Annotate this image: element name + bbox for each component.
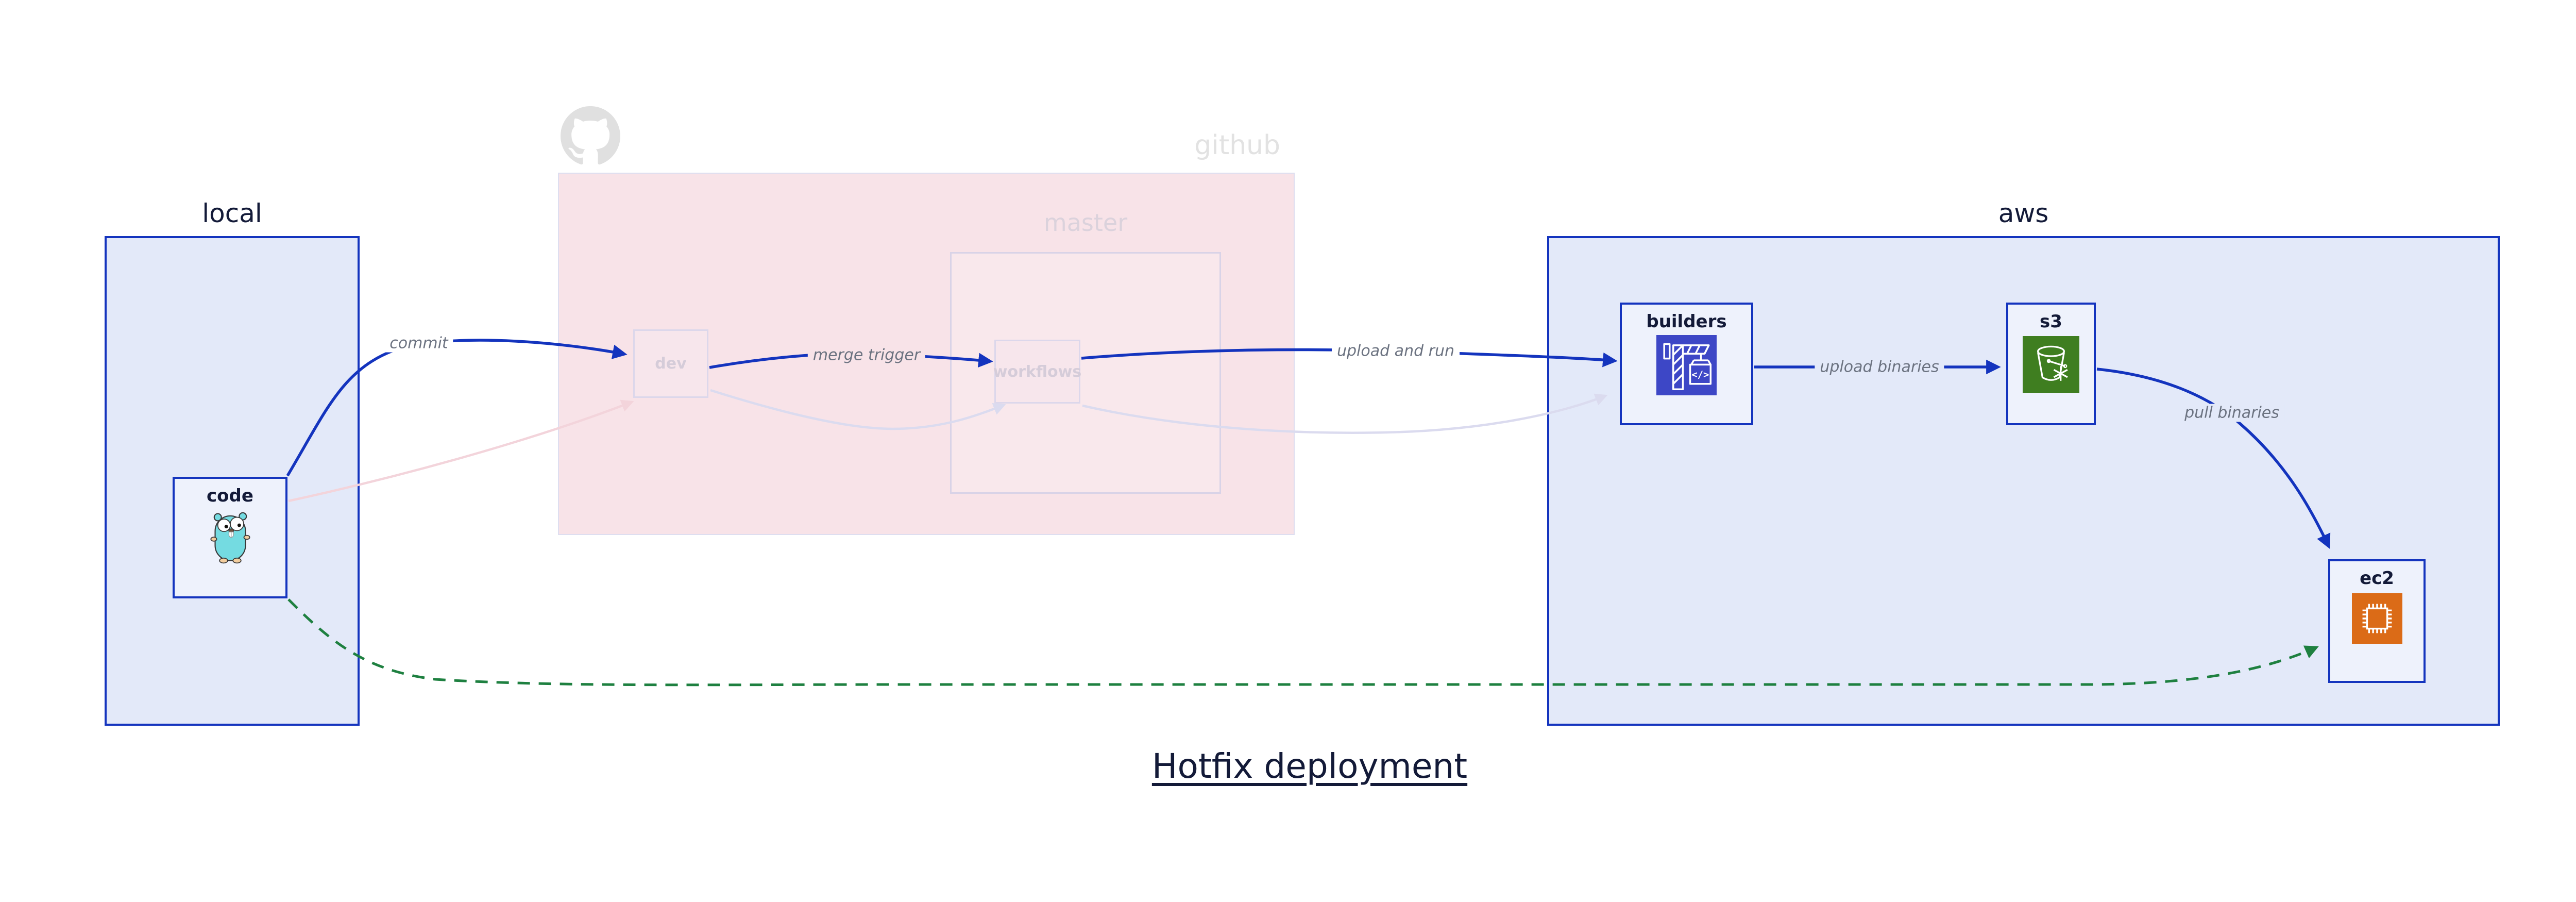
node-dev: dev: [633, 329, 708, 398]
cluster-aws-label: aws: [1998, 198, 2049, 228]
cluster-master-label: master: [1043, 209, 1128, 237]
edge-label-commit: commit: [384, 334, 453, 353]
node-code-label: code: [207, 486, 253, 506]
edge-label-upload-binaries: upload binaries: [1815, 358, 1944, 376]
diagram-title-text: Hotfix deployment: [1151, 746, 1468, 786]
edge-label-upload-and-run: upload and run: [1331, 342, 1460, 360]
go-gopher-icon: [210, 512, 250, 564]
svg-text:</>: </>: [1692, 370, 1709, 380]
node-workflows-label: workflows: [993, 362, 1082, 381]
node-workflows: workflows: [993, 340, 1082, 404]
node-code: code: [173, 477, 287, 598]
node-builders-label: builders: [1646, 311, 1727, 332]
node-ec2-label: ec2: [2360, 568, 2394, 589]
node-dev-label: dev: [655, 355, 687, 373]
ec2-chip-icon: [2351, 593, 2402, 644]
node-builders: builders </>: [1620, 303, 1753, 425]
diagram-title: Hotfix deployment: [1044, 746, 1575, 786]
node-s3-label: s3: [2040, 311, 2062, 332]
s3-glacier-bucket-icon: [2023, 336, 2079, 393]
node-ec2: ec2: [2328, 559, 2426, 683]
edge-label-pull-binaries: pull binaries: [2179, 404, 2284, 422]
edge-label-merge-trigger: merge trigger: [807, 346, 926, 364]
codebuild-crane-icon: </>: [1656, 335, 1717, 395]
cluster-master: [950, 252, 1221, 494]
github-logo-icon: [561, 106, 620, 166]
node-s3: s3: [2006, 303, 2096, 425]
cluster-github-label: github: [1194, 130, 1280, 161]
cluster-local-label: local: [202, 198, 262, 228]
